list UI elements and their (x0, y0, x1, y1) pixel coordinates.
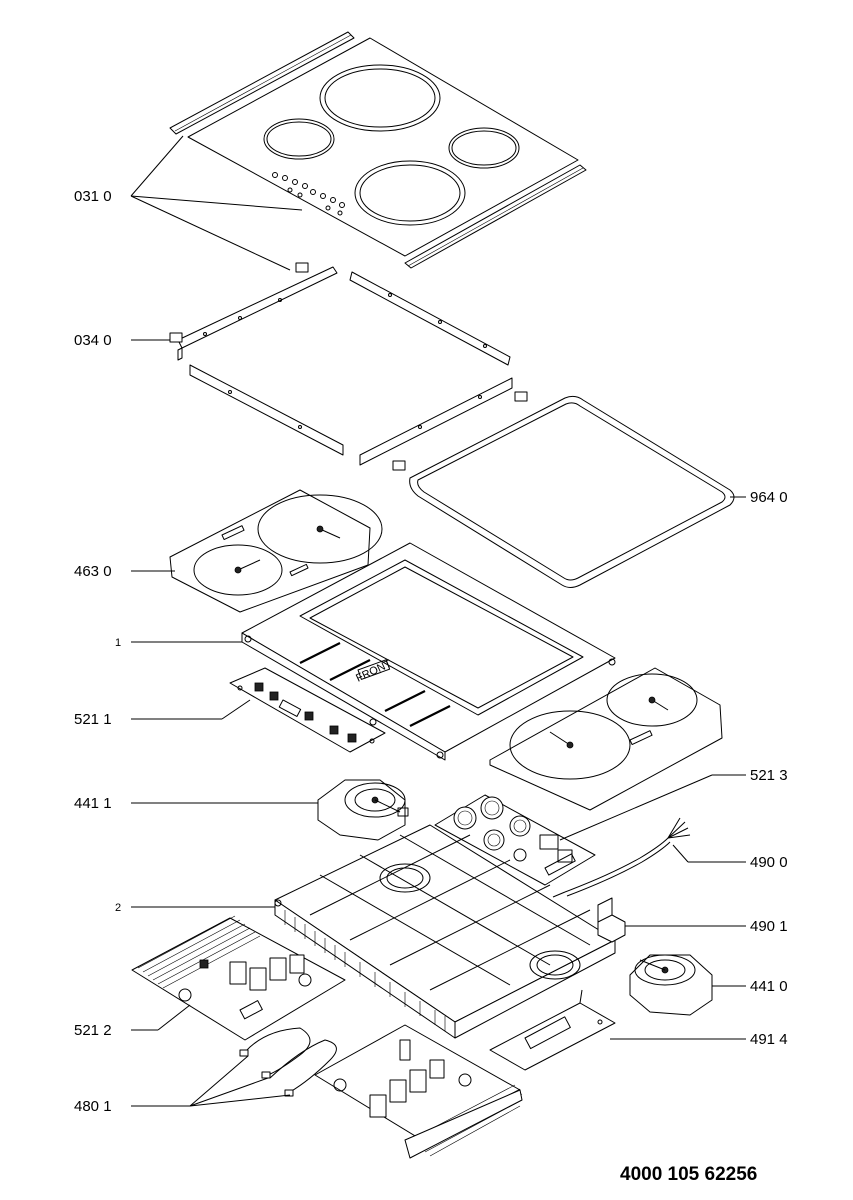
callout-4801: 480 1 (74, 1098, 112, 1115)
callout-4630: 463 0 (74, 563, 112, 580)
touch-control-symbols (272, 172, 345, 216)
base-frame-part: FRONT (241, 542, 616, 761)
frame-clip (169, 332, 183, 343)
cooking-zone-small-right (448, 127, 520, 169)
control-board-part (229, 667, 386, 753)
base-housing-part (274, 824, 616, 1039)
callout-1: 1 (115, 637, 121, 649)
induction-plate-right-part (489, 667, 723, 811)
callout-5213: 521 3 (750, 767, 788, 784)
callout-4410: 441 0 (750, 978, 788, 995)
gasket-seal-part (409, 395, 735, 588)
callout-4900: 490 0 (750, 854, 788, 871)
frame-clip (295, 262, 309, 273)
power-board-lower-part (314, 1024, 523, 1159)
frame-clip (514, 391, 528, 402)
callout-4901: 490 1 (750, 918, 788, 935)
callout-0310: 031 0 (74, 188, 112, 205)
cable-clamp-part (597, 897, 626, 943)
power-board-left-part (131, 915, 346, 1041)
callout-4411: 441 1 (74, 795, 112, 812)
cooking-zone-small-left (263, 118, 335, 160)
cooking-zone-large-front (354, 160, 466, 226)
callout-5212: 521 2 (74, 1022, 112, 1039)
frame-profiles-part (169, 262, 528, 471)
leader-lines (130, 135, 746, 1107)
power-board-right-part (434, 794, 596, 886)
glass-cooktop-part (169, 31, 587, 269)
callout-0340: 034 0 (74, 332, 112, 349)
callout-9640: 964 0 (750, 489, 788, 506)
wire-harness-part (239, 1027, 337, 1097)
callout-4914: 491 4 (750, 1031, 788, 1048)
power-cable-part (552, 817, 691, 898)
frame-clip (392, 460, 406, 471)
cooling-fan-left-part (317, 779, 409, 841)
document-number: 4000 105 62256 (620, 1164, 757, 1185)
cooling-fan-right-part (629, 954, 713, 1016)
cover-plate-part (489, 989, 616, 1071)
callout-labels: 031 0 034 0 964 0 463 0 1 521 1 521 3 44… (74, 188, 788, 1115)
callout-2: 2 (115, 902, 121, 914)
cooking-zone-large-back (319, 64, 441, 132)
callout-5211: 521 1 (74, 711, 112, 728)
